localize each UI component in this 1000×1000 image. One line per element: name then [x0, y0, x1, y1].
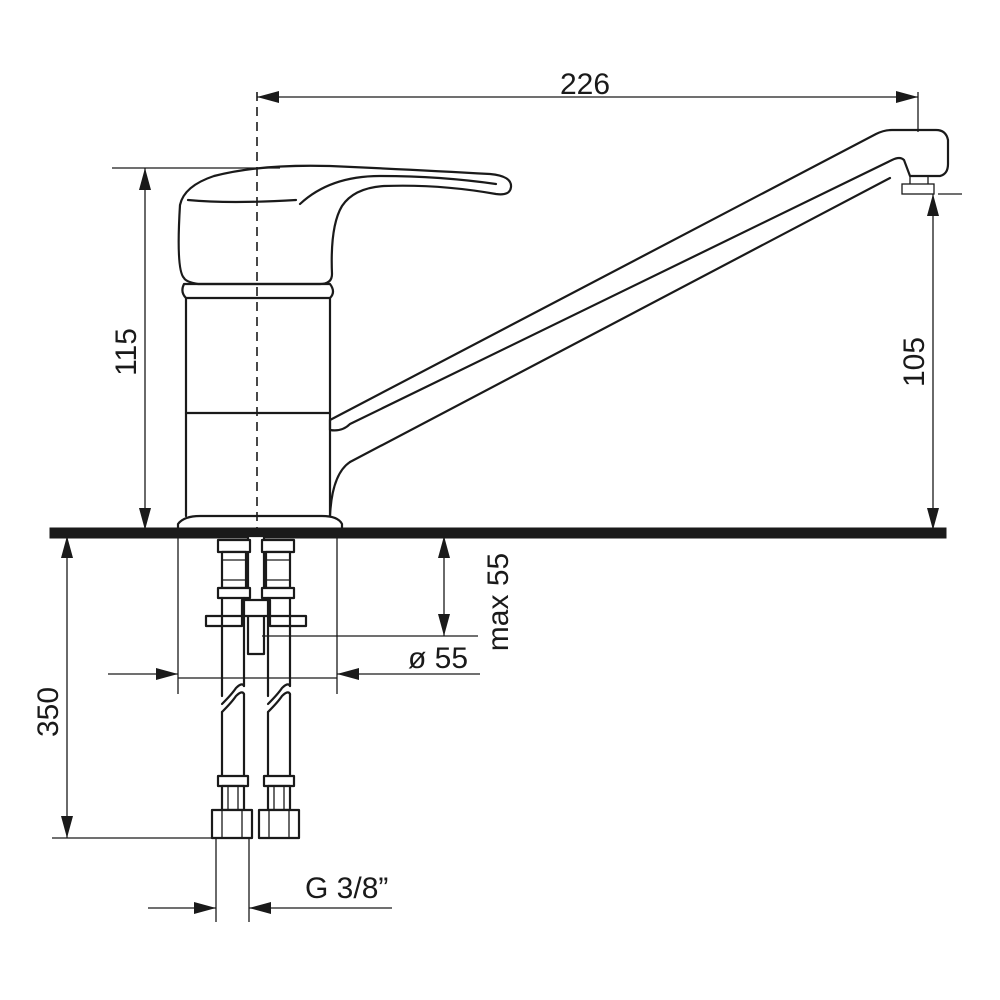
dimension-max-55: max 55: [262, 536, 515, 651]
dimension-diameter-55-label: ø 55: [408, 642, 468, 675]
dimension-350-label: 350: [32, 687, 65, 737]
dimension-max-55-label: max 55: [482, 553, 515, 651]
dimension-diameter-55: ø 55: [108, 536, 480, 694]
faucet-body: [176, 128, 950, 532]
dimension-226: 226: [257, 68, 919, 132]
dimension-350: 350: [32, 536, 214, 839]
countertop-line: [49, 527, 947, 539]
dimension-226-label: 226: [560, 68, 610, 101]
dimension-thread-label: G 3/8”: [305, 872, 388, 905]
dimension-105: 105: [898, 193, 962, 530]
dimension-115-label: 115: [110, 328, 143, 376]
supply-hoses: [204, 534, 308, 840]
dimension-thread: G 3/8”: [148, 838, 392, 922]
dimension-105-label: 105: [898, 337, 931, 387]
dimension-115: 115: [110, 167, 280, 530]
